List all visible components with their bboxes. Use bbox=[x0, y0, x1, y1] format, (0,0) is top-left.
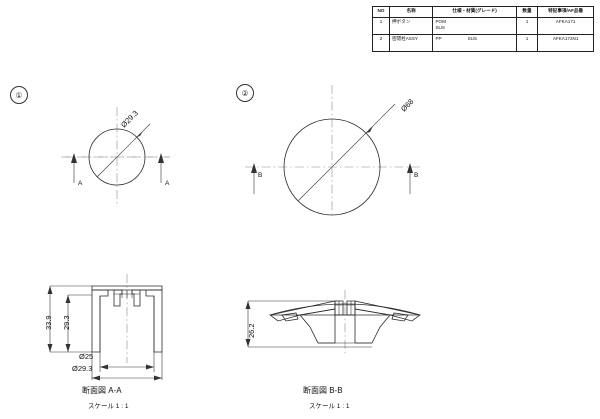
section-aa-arrow-293-top bbox=[65, 295, 71, 303]
view2-arrow-head-right bbox=[407, 163, 413, 173]
view2-arrow-head-left bbox=[251, 163, 257, 173]
view2-outer-circle bbox=[283, 118, 381, 216]
view1-arrow-head-right bbox=[158, 153, 164, 163]
view2-diameter-leader bbox=[297, 103, 396, 202]
cell-qty: 1 bbox=[515, 34, 539, 52]
header-qty: 数量 bbox=[515, 6, 539, 18]
cell-spec: PP SUS bbox=[432, 34, 517, 52]
section-bb-barb-right bbox=[391, 312, 409, 322]
view1-leader-arrow bbox=[137, 131, 143, 137]
view1-section-letter-right: A bbox=[165, 180, 170, 187]
view1-section-letter-left: A bbox=[78, 180, 83, 187]
header-no: NO bbox=[372, 6, 390, 18]
section-bb-geometry bbox=[245, 290, 421, 355]
header-name: 名称 bbox=[388, 6, 434, 18]
section-aa-arrow-339-top bbox=[47, 286, 53, 294]
section-aa-caption: 断面図 A-A bbox=[82, 386, 122, 395]
section-aa-arrow-outer-right bbox=[154, 375, 162, 381]
cell-name: 密閉栓ASSY bbox=[388, 34, 434, 52]
table-row: 1 押ボタン POM SUS 1 AFKA171 bbox=[372, 17, 594, 35]
spec-line-1: POM bbox=[435, 19, 446, 24]
section-aa-boss-left bbox=[113, 289, 123, 307]
section-aa-arrow-bore-left bbox=[100, 364, 108, 370]
cell-part-number: AFKA171 bbox=[537, 17, 594, 35]
spec-line-2: SUS bbox=[435, 24, 445, 30]
view1-arrow-head-left bbox=[71, 153, 77, 163]
section-bb-top-arc bbox=[269, 303, 421, 316]
section-aa-dim-outer: Ø29.3 bbox=[72, 364, 93, 373]
section-aa-dim-height-outer: 33.9 bbox=[44, 315, 53, 330]
view2-geometry bbox=[245, 85, 420, 216]
section-bb-body-right bbox=[354, 308, 391, 344]
spec-line-1: PP bbox=[435, 36, 442, 41]
section-bb-arrow-bottom bbox=[245, 339, 251, 347]
section-aa-top-plate bbox=[91, 285, 163, 291]
section-aa-boss-right bbox=[131, 289, 141, 307]
section-aa-arrow-outer-left bbox=[92, 375, 100, 381]
section-aa-arrow-339-bot bbox=[47, 344, 53, 352]
header-spec: 仕様・材質(グレード) bbox=[432, 6, 517, 18]
section-aa-arrow-293-bot bbox=[65, 344, 71, 352]
section-bb-arrow-top bbox=[245, 301, 251, 309]
section-aa-scale: スケール 1 : 1 bbox=[88, 403, 129, 410]
cell-qty: 1 bbox=[515, 17, 539, 35]
cell-part-number: AFKA172N1 bbox=[537, 34, 594, 52]
parts-table: NO 名称 仕様・材質(グレード) 数量 特記事項/AF品番 1 押ボタン PO… bbox=[372, 6, 594, 52]
section-bb-body-left bbox=[299, 308, 336, 344]
header-part-number: 特記事項/AF品番 bbox=[537, 6, 594, 18]
view1-geometry bbox=[61, 107, 173, 207]
view-marker-1: ① bbox=[10, 86, 28, 104]
section-aa-arrow-bore-right bbox=[146, 364, 154, 370]
section-aa-dim-height-inner: 29.3 bbox=[62, 315, 71, 330]
view1-diameter-leader bbox=[96, 123, 151, 178]
view2-section-letter-left: B bbox=[258, 172, 263, 179]
section-bb-dim-height: 26.2 bbox=[247, 323, 256, 338]
spec-line-right: SUS bbox=[467, 36, 478, 41]
table-header-row: NO 名称 仕様・材質(グレード) 数量 特記事項/AF品番 bbox=[372, 6, 594, 18]
section-bb-barb-left bbox=[281, 312, 299, 322]
view2-leader-arrow bbox=[366, 126, 373, 133]
table-row: 2 密閉栓ASSY PP SUS 1 AFKA172N1 bbox=[372, 34, 594, 52]
section-bb-caption: 断面図 B-B bbox=[303, 386, 343, 395]
cell-no: 2 bbox=[372, 34, 390, 52]
section-aa-dim-bore: Ø25 bbox=[79, 352, 94, 361]
cell-name: 押ボタン bbox=[388, 17, 434, 35]
view-marker-2: ② bbox=[236, 84, 254, 102]
view2-section-letter-right: B bbox=[414, 172, 419, 179]
section-aa-geometry bbox=[47, 274, 163, 381]
cell-spec: POM SUS bbox=[432, 17, 517, 35]
section-bb-scale: スケール 1 : 1 bbox=[309, 403, 350, 410]
cell-no: 1 bbox=[372, 17, 390, 35]
